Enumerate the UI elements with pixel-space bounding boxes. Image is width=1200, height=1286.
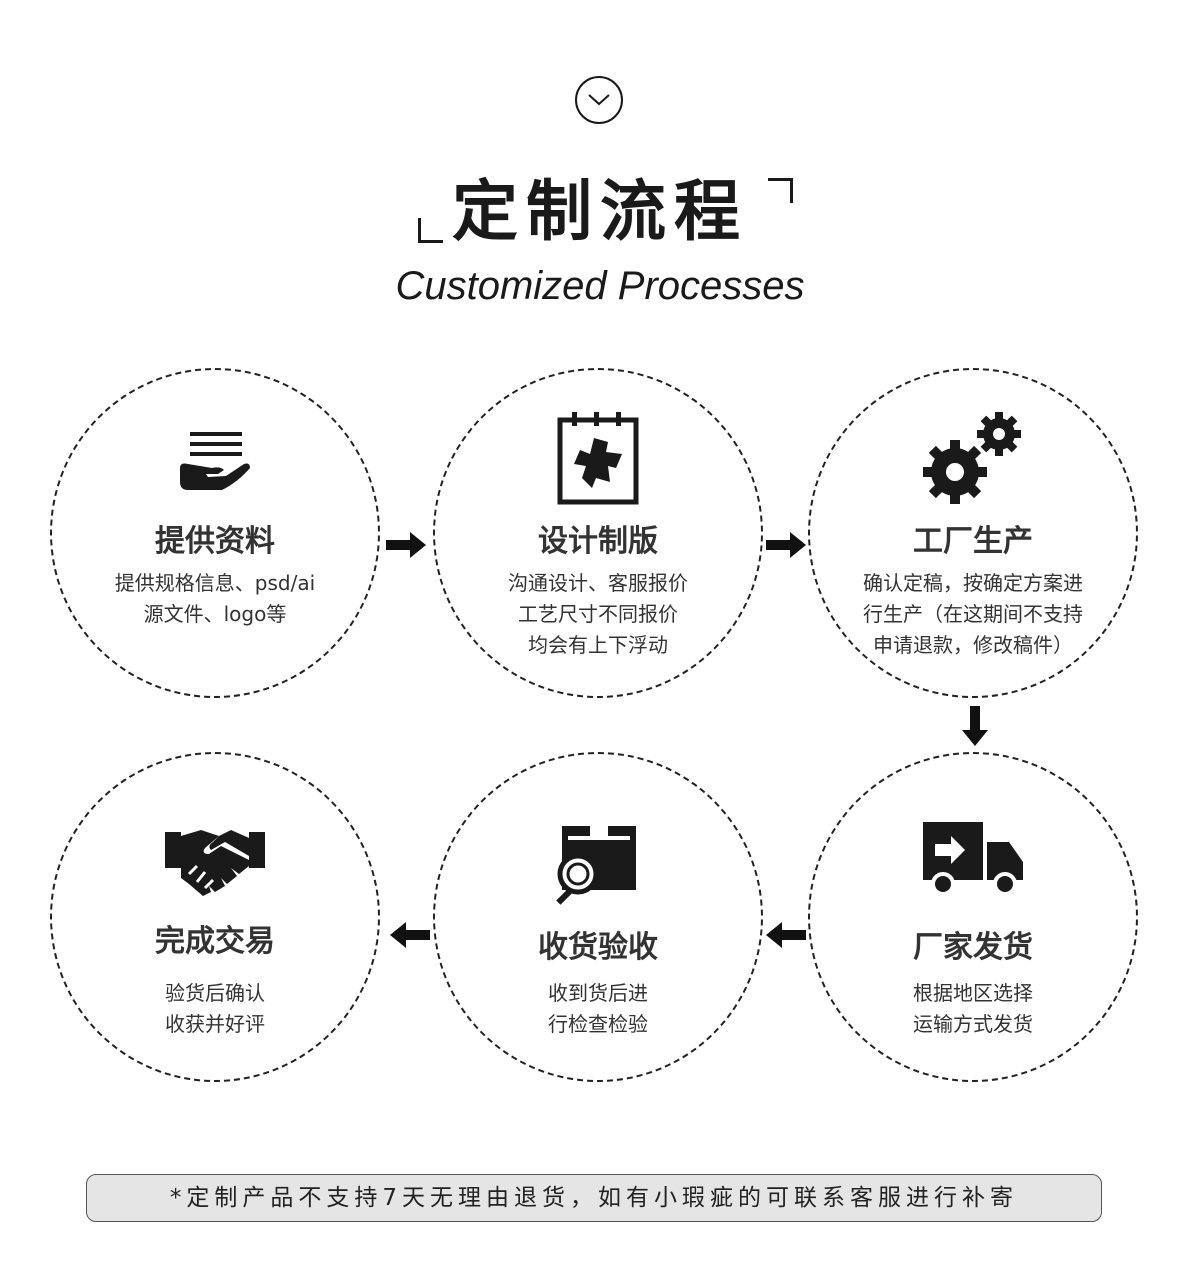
- hand-document-icon: [52, 428, 378, 494]
- step-receiving: 收货验收 收到货后进 行检查检验: [433, 752, 763, 1082]
- desc-line: 根据地区选择: [913, 981, 1033, 1005]
- desc-line: 确认定稿，按确定方案进: [863, 571, 1083, 595]
- arrow-down-icon: [962, 706, 988, 746]
- handshake-icon: [52, 826, 378, 896]
- step-title: 提供资料: [155, 524, 275, 559]
- arrow-left-icon: [390, 922, 430, 948]
- step-description: 确认定稿，按确定方案进 行生产（在这期间不支持 申请退款，修改稿件）: [830, 568, 1116, 661]
- step-design: 设计制版 沟通设计、客服报价 工艺尺寸不同报价 均会有上下浮动: [433, 368, 763, 698]
- desc-line: 沟通设计、客服报价: [508, 571, 688, 595]
- step-provide-materials: 提供资料 提供规格信息、psd/ai 源文件、logo等: [50, 368, 380, 698]
- step-description: 沟通设计、客服报价 工艺尺寸不同报价 均会有上下浮动: [455, 568, 741, 661]
- step-title: 设计制版: [538, 524, 658, 559]
- desc-line: 行检查检验: [548, 1012, 648, 1036]
- step-factory-production: 工厂生产 确认定稿，按确定方案进 行生产（在这期间不支持 申请退款，修改稿件）: [808, 368, 1138, 698]
- arrow-left-icon: [766, 922, 806, 948]
- step-description: 提供规格信息、psd/ai 源文件、logo等: [72, 568, 358, 630]
- step-description: 收到货后进 行检查检验: [455, 978, 741, 1040]
- desc-line: 运输方式发货: [913, 1012, 1033, 1036]
- delivery-truck-icon: [810, 820, 1136, 896]
- calendar-design-icon: [435, 412, 761, 506]
- desc-line: 源文件、logo等: [143, 602, 287, 626]
- step-title: 收货验收: [538, 930, 658, 965]
- page-subtitle: Customized Processes: [395, 264, 805, 308]
- page-title: 定制流程: [452, 173, 748, 250]
- title-bracket-right: [768, 178, 793, 203]
- desc-line: 工艺尺寸不同报价: [518, 602, 678, 626]
- step-description: 验货后确认 收获并好评: [72, 978, 358, 1040]
- desc-line: 收获并好评: [165, 1012, 265, 1036]
- notice-banner: *定制产品不支持7天无理由退货，如有小瑕疵的可联系客服进行补寄: [86, 1174, 1102, 1222]
- step-title: 工厂生产: [913, 524, 1033, 559]
- desc-line: 行生产（在这期间不支持: [863, 602, 1083, 626]
- step-complete-transaction: 完成交易 验货后确认 收获并好评: [50, 752, 380, 1082]
- step-description: 根据地区选择 运输方式发货: [830, 978, 1116, 1040]
- step-title: 完成交易: [155, 924, 275, 959]
- desc-line: 提供规格信息、psd/ai: [114, 571, 316, 595]
- box-inspect-icon: [435, 824, 761, 906]
- arrow-right-icon: [766, 532, 806, 558]
- step-title: 厂家发货: [913, 930, 1033, 965]
- arrow-right-icon: [386, 532, 426, 558]
- desc-line: 申请退款，修改稿件）: [873, 633, 1073, 657]
- chevron-down-icon: [575, 76, 623, 124]
- desc-line: 收到货后进: [548, 981, 648, 1005]
- step-shipping: 厂家发货 根据地区选择 运输方式发货: [808, 752, 1138, 1082]
- gears-icon: [810, 412, 1136, 506]
- title-bracket-left: [418, 218, 443, 243]
- desc-line: 验货后确认: [165, 981, 265, 1005]
- desc-line: 均会有上下浮动: [528, 633, 668, 657]
